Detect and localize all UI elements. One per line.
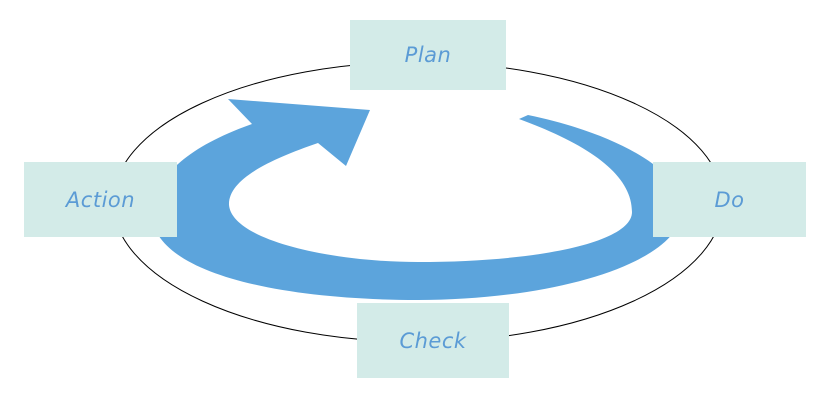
check-box: Check [357,303,509,378]
action-label: Action [65,187,136,212]
cycle-arrow [151,99,683,300]
check-label: Check [399,328,467,353]
plan-label: Plan [404,43,452,67]
plan-box: Plan [350,20,506,90]
do-label: Do [714,187,745,212]
action-box: Action [24,162,177,237]
do-box: Do [653,162,806,237]
